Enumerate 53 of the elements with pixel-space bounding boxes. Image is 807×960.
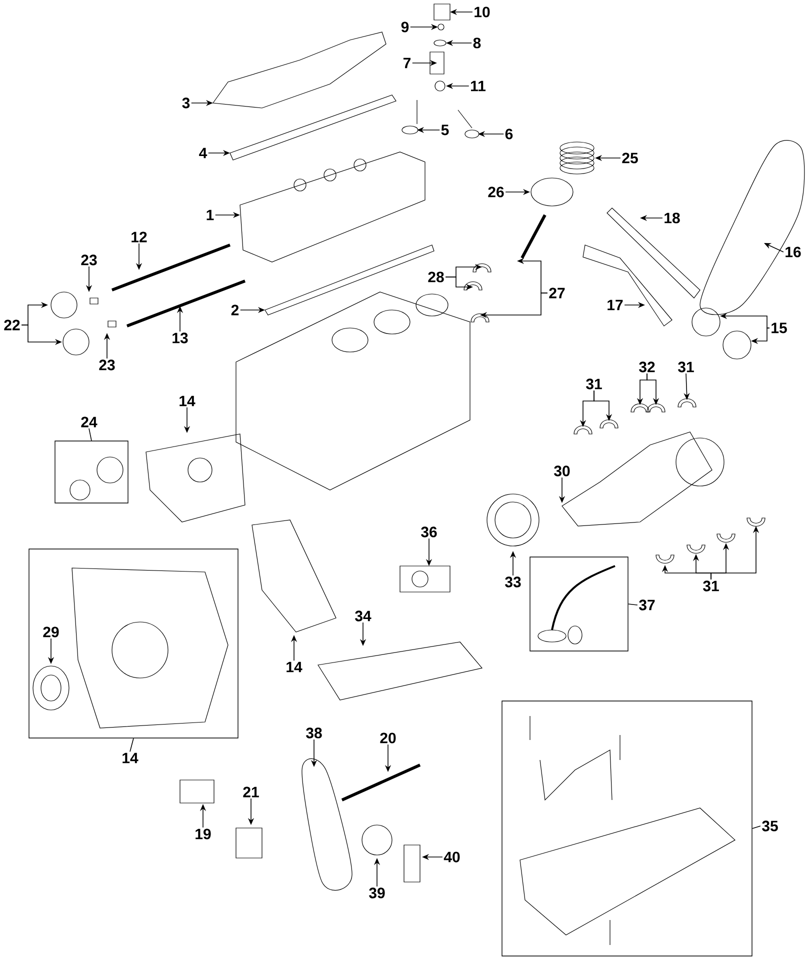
callout-number: 26 xyxy=(488,186,504,198)
callout-number: 22 xyxy=(4,320,20,330)
callout-number: 2 xyxy=(231,304,239,316)
callout-number: 4 xyxy=(199,148,208,158)
callout-number: 17 xyxy=(608,300,623,310)
callout-number: 20 xyxy=(380,732,396,744)
callout-number: 28 xyxy=(428,272,444,282)
callout-number: 5 xyxy=(441,124,449,136)
callout-number: 32 xyxy=(639,362,655,372)
callout-number: 11 xyxy=(471,80,486,92)
callout-number: 31 xyxy=(703,580,719,592)
callout-number: 15 xyxy=(772,322,787,334)
callout-number: 19 xyxy=(196,828,211,840)
callout-number: 33 xyxy=(505,576,521,588)
callout-number: 14 xyxy=(286,662,302,672)
callout-number: 10 xyxy=(474,6,490,18)
callout-number: 12 xyxy=(132,232,147,242)
callout-number: 37 xyxy=(639,600,655,610)
leader-line xyxy=(130,738,134,752)
callout-number: 1 xyxy=(206,210,214,220)
leader-line xyxy=(752,826,761,829)
callout-number: 30 xyxy=(554,466,570,476)
callout-number: 36 xyxy=(421,526,437,538)
callout-number: 27 xyxy=(549,288,565,298)
leader-line xyxy=(628,604,638,606)
callout-number: 21 xyxy=(243,786,259,798)
callout-number: 14 xyxy=(122,752,138,764)
inset-frame xyxy=(502,700,752,956)
callout-number: 9 xyxy=(401,22,409,32)
callout-number: 29 xyxy=(43,626,59,638)
callout-number: 7 xyxy=(403,58,411,68)
callout-number: 24 xyxy=(81,416,98,428)
callout-number: 40 xyxy=(444,852,460,862)
inset-frame xyxy=(54,440,128,504)
callout-number: 16 xyxy=(786,246,801,258)
callout-number: 8 xyxy=(473,38,481,48)
callout-number: 31 xyxy=(678,362,694,372)
callout-number: 38 xyxy=(306,728,322,738)
callout-number: 23 xyxy=(99,360,115,370)
callout-number: 3 xyxy=(182,98,190,108)
callout-number: 6 xyxy=(505,128,513,140)
callout-number: 14 xyxy=(180,396,196,406)
inset-frame xyxy=(28,548,238,738)
callout-number: 25 xyxy=(622,152,638,164)
callout-number: 13 xyxy=(172,332,188,344)
inset-frame xyxy=(530,556,628,652)
callout-number: 18 xyxy=(664,212,680,224)
callout-number: 34 xyxy=(355,610,372,622)
callout-number: 35 xyxy=(762,820,778,832)
callout-number: 31 xyxy=(586,378,602,390)
callout-number: 23 xyxy=(81,254,97,266)
leader-line xyxy=(88,428,92,442)
callout-number: 39 xyxy=(369,888,385,898)
